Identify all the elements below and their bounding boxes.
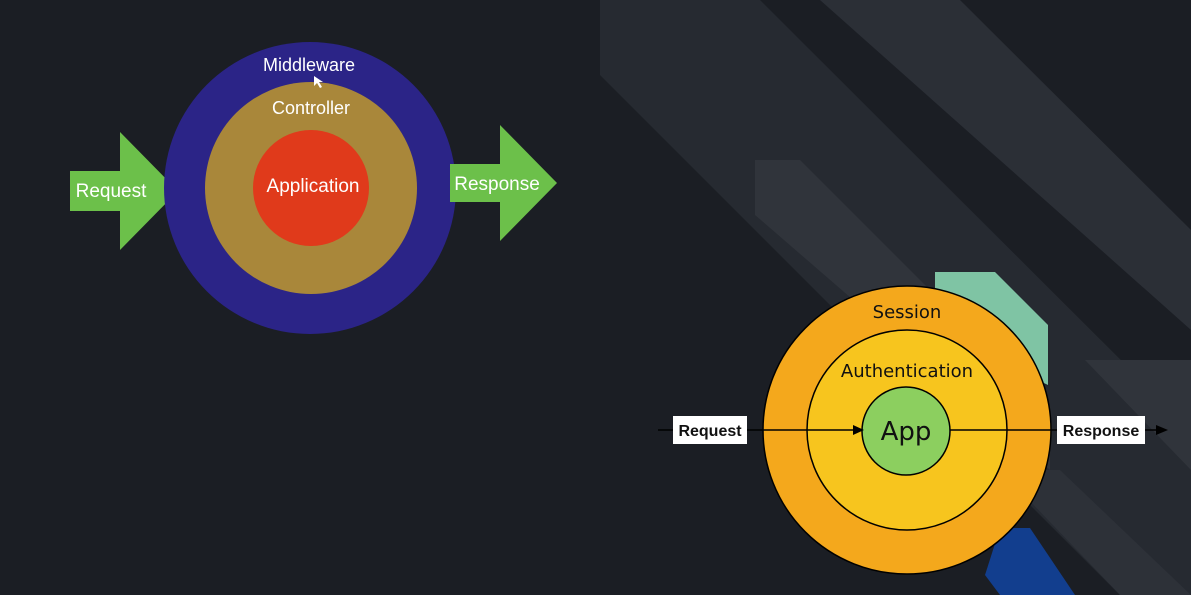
app-label: App [881,417,932,447]
response-label: Response [454,174,540,195]
request-box-label: Request [678,423,742,440]
request-arrow [70,132,178,250]
response-box [1057,416,1145,444]
flow-arrowhead-end [1156,425,1168,435]
bg-stripe-bottom [1000,470,1191,595]
request-box [673,416,747,444]
response-box-label: Response [1063,423,1140,440]
bg-stripe-lower [1085,360,1191,470]
authentication-label: Authentication [841,361,973,382]
bg-stripe-blue [985,528,1075,595]
mouse-cursor-icon [314,76,323,88]
middleware-label: Middleware [263,55,355,75]
request-label: Request [76,181,147,202]
session-label: Session [873,302,942,323]
app-core [861,386,951,476]
application-label: Application [267,176,360,197]
response-arrow [450,125,557,241]
right-onion-diagram: Request Response Session Authentication … [658,285,1168,575]
controller-label: Controller [272,98,350,118]
flow-arrowhead-core [853,425,864,435]
application-core [253,130,369,246]
left-onion-diagram: Request Middleware Controller Applicatio… [70,42,557,334]
bg-stripe-upper [820,0,1191,330]
